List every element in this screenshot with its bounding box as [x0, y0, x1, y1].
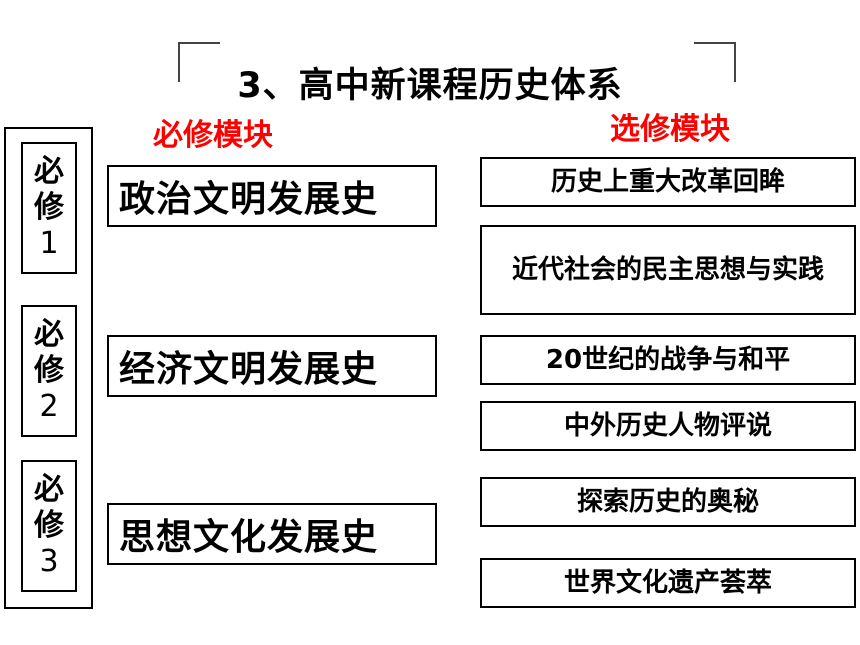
- required-label-number: 1: [39, 226, 59, 261]
- elective-module-6: 世界文化遗产荟萃: [480, 558, 856, 608]
- required-modules-heading: 必修模块: [153, 118, 273, 153]
- elective-module-3: 20世纪的战争与和平: [480, 335, 856, 385]
- required-label-char: 必: [34, 472, 64, 507]
- required-label-char: 修: [34, 353, 64, 388]
- required-module-2: 经济文明发展史: [107, 335, 437, 397]
- title-bracket-right: [694, 42, 736, 82]
- required-label-char: 必: [34, 317, 64, 352]
- page-title: 3、高中新课程历史体系: [237, 66, 623, 106]
- elective-module-5: 探索历史的奥秘: [480, 477, 856, 527]
- required-label-1: 必 修 1: [21, 142, 77, 274]
- required-label-char: 修: [34, 508, 64, 543]
- required-label-number: 3: [39, 544, 59, 579]
- required-module-3: 思想文化发展史: [107, 503, 437, 565]
- required-label-number: 2: [39, 389, 59, 424]
- required-label-2: 必 修 2: [21, 305, 77, 437]
- required-module-1: 政治文明发展史: [107, 165, 437, 227]
- elective-module-2: 近代社会的民主思想与实践: [480, 225, 856, 315]
- elective-module-2-text: 近代社会的民主思想与实践: [511, 255, 824, 285]
- required-label-3: 必 修 3: [21, 460, 77, 592]
- elective-module-4: 中外历史人物评说: [480, 401, 856, 451]
- required-label-char: 修: [34, 190, 64, 225]
- title-bracket-left: [178, 42, 220, 82]
- elective-modules-heading: 选修模块: [610, 112, 730, 147]
- required-label-char: 必: [34, 154, 64, 189]
- elective-module-1: 历史上重大改革回眸: [480, 157, 856, 207]
- required-label-frame: [4, 127, 93, 609]
